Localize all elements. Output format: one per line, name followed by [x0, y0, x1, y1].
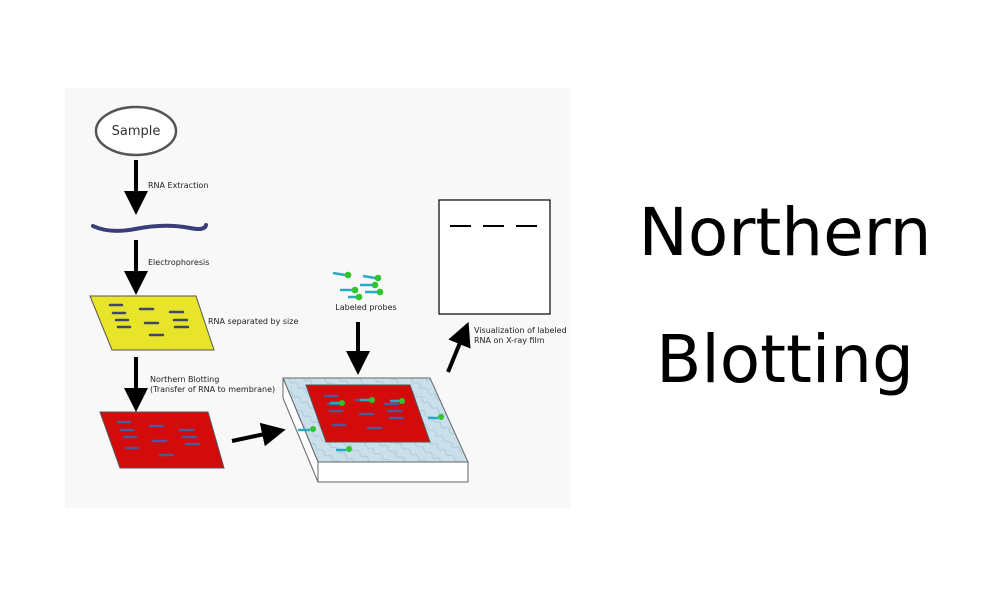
labeled-probes	[332, 271, 384, 301]
electrophoresis-label: Electrophoresis	[148, 258, 209, 267]
arrow-to-tray	[231, 422, 286, 447]
northern-label-line1: Northern Blotting	[150, 375, 219, 384]
tray-probes	[298, 397, 444, 452]
title-line1: Northern	[638, 194, 932, 271]
gel	[89, 295, 215, 351]
membrane	[99, 411, 225, 469]
title-line2: Blotting	[656, 321, 914, 398]
visual-label-line2: RNA on X-ray film	[474, 336, 545, 345]
rna-extraction-label: RNA Extraction	[148, 181, 208, 190]
probes-label: Labeled probes	[335, 303, 396, 312]
gel-bands	[108, 303, 190, 337]
northern-label-line2: (Transfer of RNA to membrane)	[150, 385, 275, 394]
hybridization-tray	[282, 377, 469, 483]
separated-label: RNA separated by size	[208, 317, 298, 326]
arrow-to-film	[446, 321, 471, 373]
membrane-bands	[116, 420, 201, 457]
xray-film	[438, 199, 551, 315]
sample-node: Sample	[94, 105, 178, 157]
visual-label-line1: Visualization of labeled	[474, 326, 567, 335]
sample-label: Sample	[112, 124, 161, 139]
rna-strand	[91, 223, 208, 233]
